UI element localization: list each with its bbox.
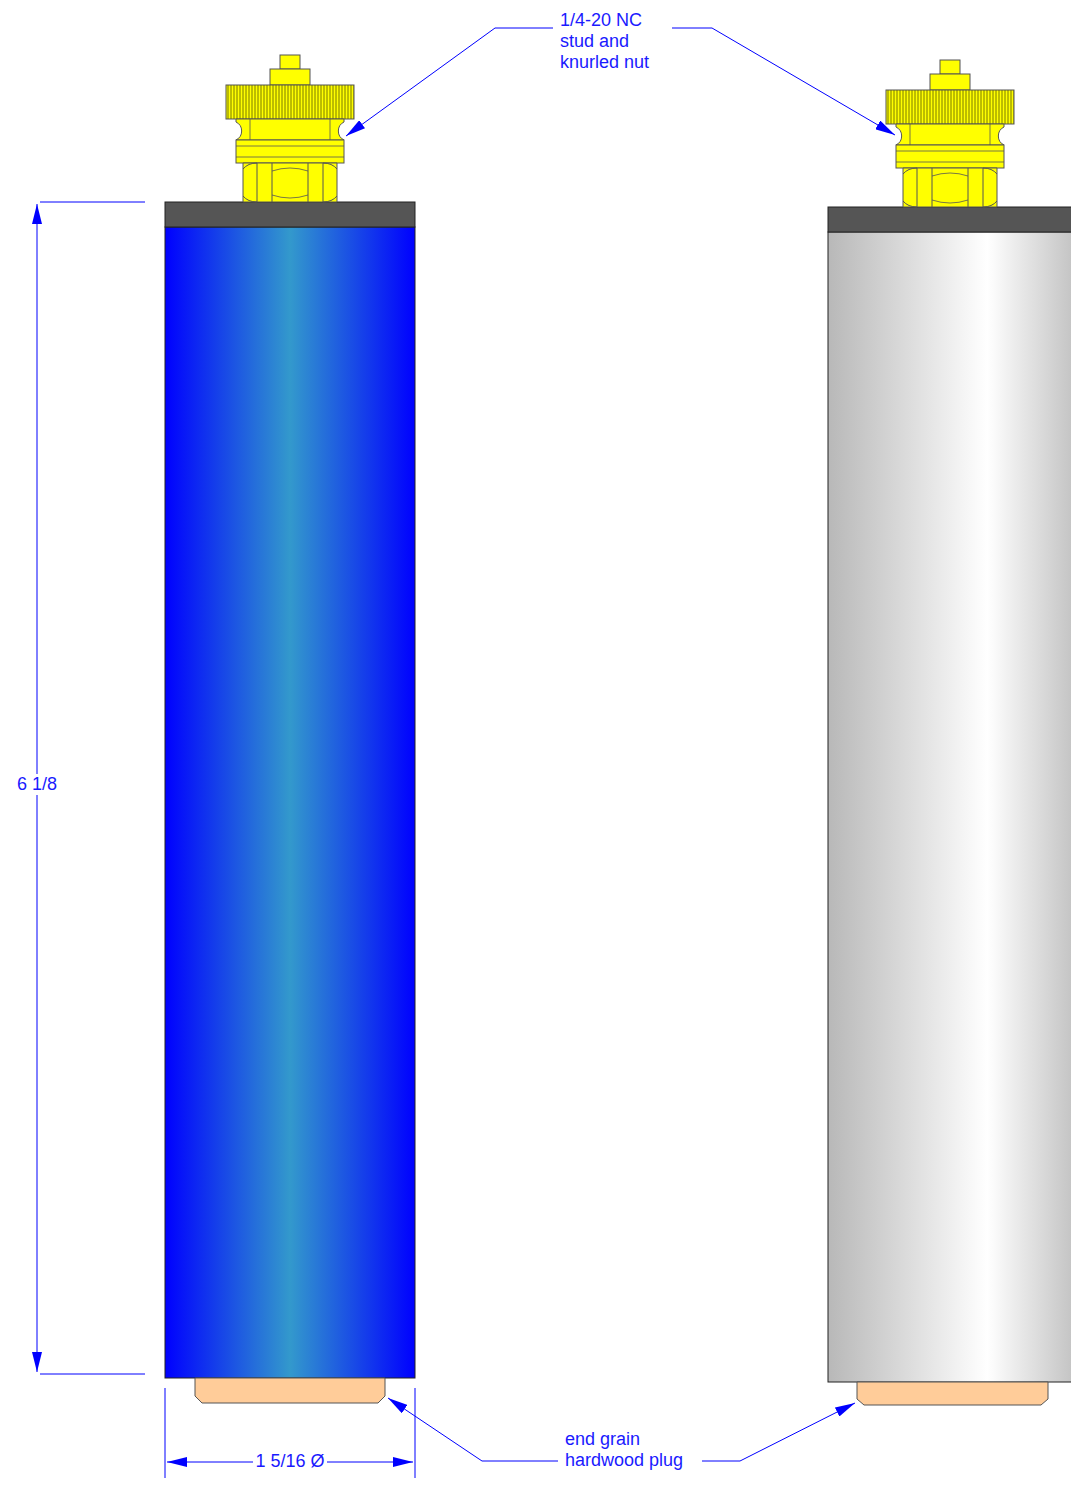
dimension-label: 1 5/16 Ø xyxy=(253,1451,326,1472)
dimension-label: 6 1/8 xyxy=(15,774,59,795)
part-label: end grain hardwood plug xyxy=(563,1429,702,1471)
part-label: 1/4-20 NC stud and knurled nut xyxy=(558,10,672,73)
